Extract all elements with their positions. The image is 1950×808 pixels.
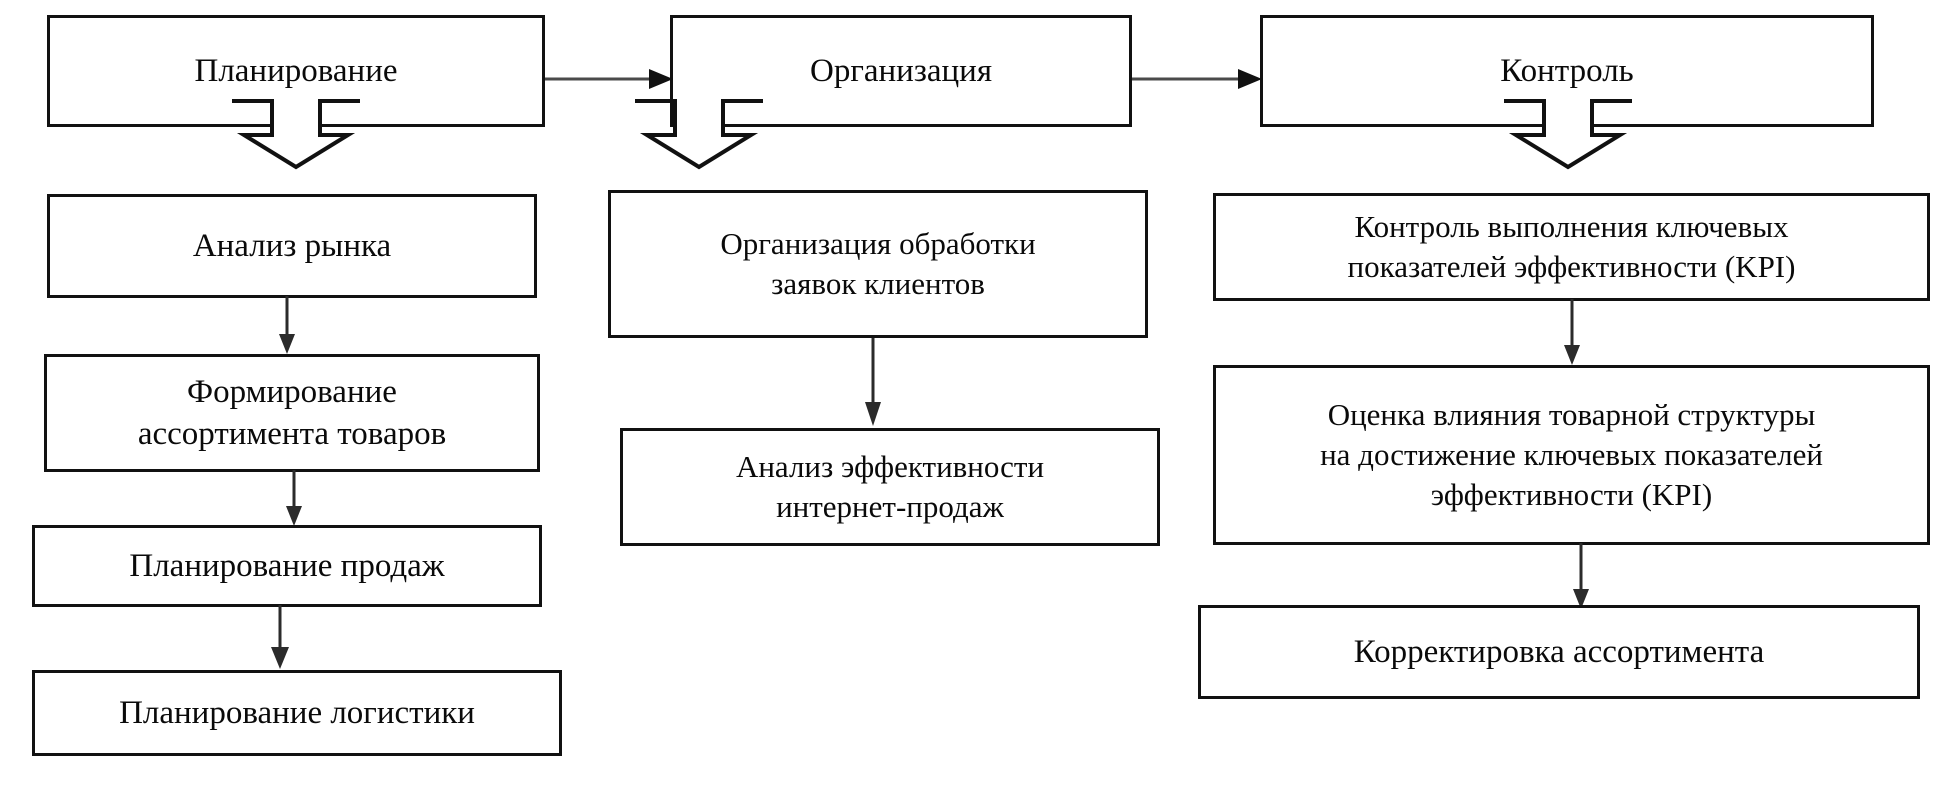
connector-arrow-orders-to-efficiency bbox=[862, 338, 886, 430]
node-kpi-control[interactable]: Контроль выполнения ключевых показателей… bbox=[1213, 193, 1930, 301]
node-label: Планирование логистики bbox=[119, 694, 475, 731]
node-label: Оценка влияния товарной структуры на дос… bbox=[1320, 397, 1823, 512]
node-label: Анализ эффективности интернет-продаж bbox=[735, 449, 1045, 524]
node-structure-impact-assessment[interactable]: Оценка влияния товарной структуры на дос… bbox=[1213, 365, 1930, 545]
connector-block-arrow-planning bbox=[232, 99, 360, 170]
node-assortment-formation[interactable]: Формирование ассортимента товаров bbox=[44, 354, 540, 472]
connector-arrow-market-to-assortment bbox=[276, 296, 300, 358]
node-label: Формирование ассортимента товаров bbox=[137, 373, 447, 452]
node-label: Планирование продаж bbox=[129, 547, 445, 584]
connector-arrow-assessment-to-correction bbox=[1570, 543, 1594, 613]
connector-arrow-organization-to-control bbox=[1132, 64, 1264, 94]
node-organization-header[interactable]: Организация bbox=[670, 15, 1132, 127]
node-label: Анализ рынка bbox=[192, 227, 392, 264]
node-logistics-planning[interactable]: Планирование логистики bbox=[32, 670, 562, 756]
connector-arrow-planning-to-organization bbox=[545, 64, 675, 94]
node-order-processing[interactable]: Организация обработки заявок клиентов bbox=[608, 190, 1148, 338]
node-label: Организация bbox=[809, 52, 992, 89]
connector-arrow-kpi-to-assessment bbox=[1561, 299, 1585, 369]
node-label: Организация обработки заявок клиентов bbox=[720, 226, 1036, 301]
node-market-analysis[interactable]: Анализ рынка bbox=[47, 194, 537, 298]
node-label: Контроль выполнения ключевых показателей… bbox=[1347, 209, 1796, 284]
connector-block-arrow-organization bbox=[635, 99, 763, 170]
node-assortment-correction[interactable]: Корректировка ассортимента bbox=[1198, 605, 1920, 699]
connector-arrow-assortment-to-sales bbox=[283, 470, 307, 530]
node-label: Корректировка ассортимента bbox=[1353, 633, 1765, 670]
node-online-sales-efficiency[interactable]: Анализ эффективности интернет-продаж bbox=[620, 428, 1160, 546]
node-label: Планирование bbox=[194, 52, 398, 89]
connector-arrow-sales-to-logistics bbox=[269, 605, 293, 673]
node-sales-planning[interactable]: Планирование продаж bbox=[32, 525, 542, 607]
connector-block-arrow-control bbox=[1504, 99, 1632, 170]
node-label: Контроль bbox=[1500, 52, 1634, 89]
